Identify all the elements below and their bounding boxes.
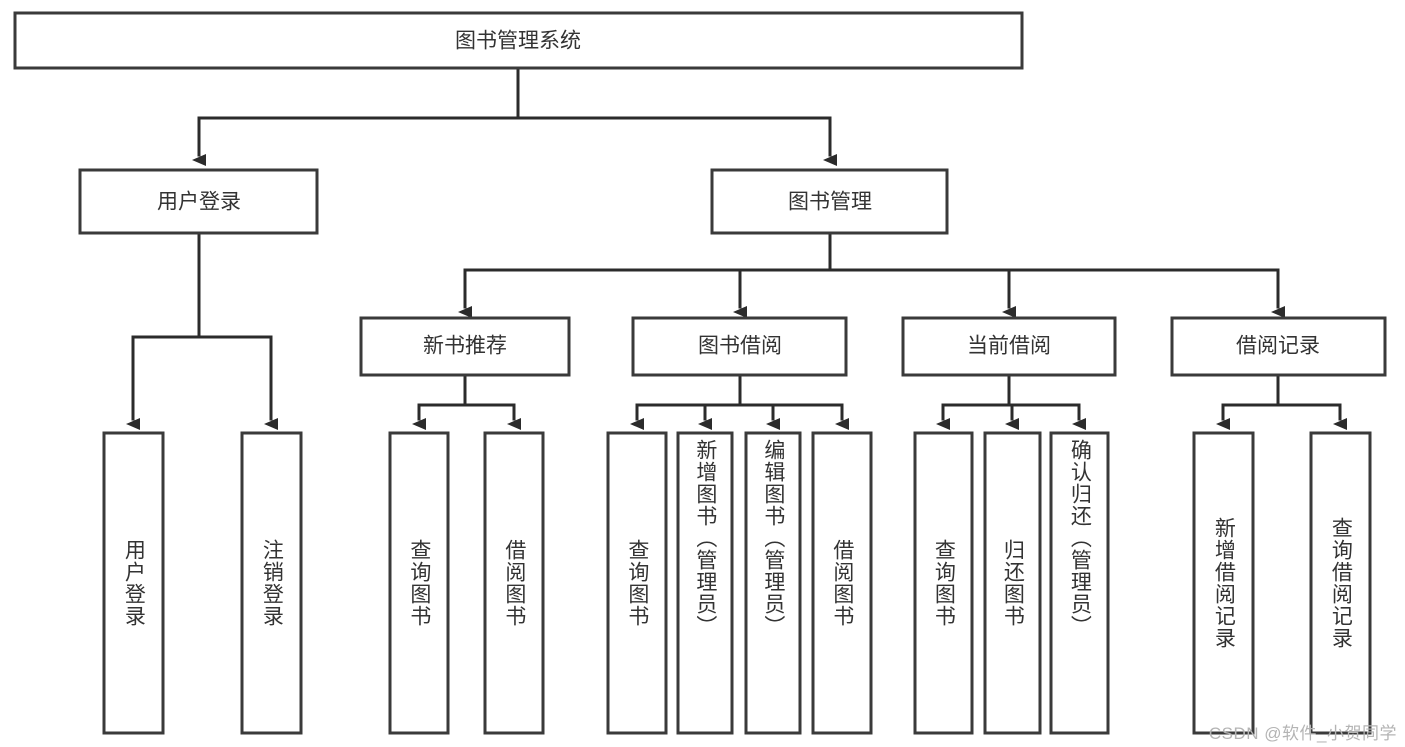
node-book-management-label: 图书管理: [788, 191, 872, 214]
node-borrow-record-label: 借阅记录: [1236, 335, 1320, 358]
leaf-box-query-book-3[interactable]: [913, 431, 974, 735]
node-borrow-record[interactable]: 借阅记录: [1170, 316, 1387, 377]
leaf-box-borrow-book-2[interactable]: [811, 431, 873, 735]
leaf-box-query-record[interactable]: [1309, 431, 1372, 735]
leaf-box-return-book[interactable]: [983, 431, 1042, 735]
connector-current-to-leaves: [936, 373, 1086, 430]
connector-bookmgmt-to-level2: [458, 231, 1285, 318]
node-new-book-recommend[interactable]: 新书推荐: [359, 316, 571, 377]
leaf-box-logout[interactable]: [240, 431, 303, 735]
node-current-borrow[interactable]: 当前借阅: [901, 316, 1117, 377]
node-book-borrow-label: 图书借阅: [698, 335, 782, 358]
node-new-book-recommend-label: 新书推荐: [423, 335, 507, 358]
node-book-management[interactable]: 图书管理: [710, 168, 949, 235]
leaf-box-add-record[interactable]: [1192, 431, 1255, 735]
node-current-borrow-label: 当前借阅: [967, 335, 1051, 358]
leaf-box-confirm-return[interactable]: [1049, 431, 1110, 735]
leaf-box-add-book[interactable]: [676, 431, 734, 735]
leaf-box-query-book-1[interactable]: [388, 431, 450, 735]
node-root-label: 图书管理系统: [455, 30, 581, 53]
csdn-watermark: CSDN @软件_小贺同学: [1208, 724, 1397, 743]
leaf-box-borrow-book-1[interactable]: [483, 431, 545, 735]
node-user-login[interactable]: 用户登录: [78, 168, 319, 235]
node-root-system[interactable]: 图书管理系统: [13, 11, 1024, 70]
node-book-borrow[interactable]: 图书借阅: [631, 316, 848, 377]
connector-userlogin-to-leaves: [126, 231, 278, 430]
leaf-box-edit-book[interactable]: [744, 431, 802, 735]
connector-root-to-level1: [192, 66, 837, 166]
leaf-box-query-book-2[interactable]: [606, 431, 668, 735]
leaf-box-user-login[interactable]: [102, 431, 165, 735]
node-user-login-label: 用户登录: [157, 191, 241, 214]
connector-newbook-to-leaves: [412, 373, 521, 430]
connector-borrow-to-leaves: [630, 373, 849, 430]
connector-record-to-leaves: [1216, 373, 1347, 430]
